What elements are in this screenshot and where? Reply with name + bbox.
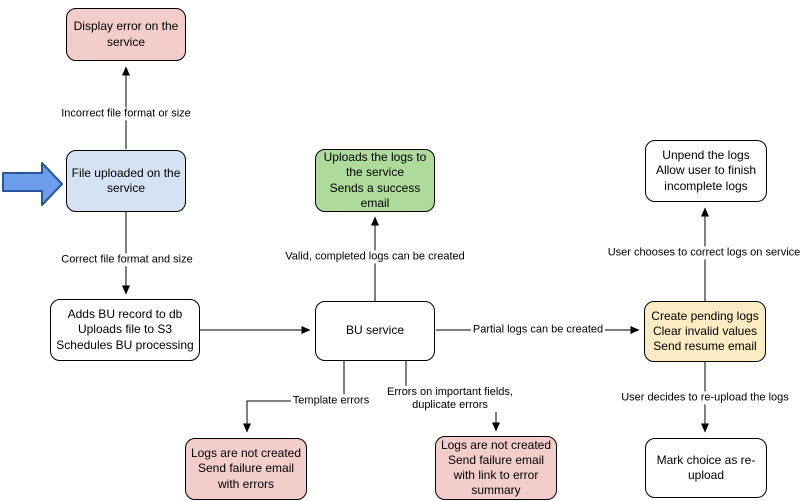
node-bu-service[interactable]: BU service	[315, 301, 435, 361]
node-field-errors-fail[interactable]: Logs are not created Send failure email …	[435, 436, 557, 500]
edge-label-template-errors: Template errors	[290, 394, 372, 408]
node-create-pending[interactable]: Create pending logs Clear invalid values…	[644, 301, 766, 362]
node-file-uploaded[interactable]: File uploaded on the service	[66, 150, 186, 212]
edge-label-correct-format: Correct file format and size	[59, 253, 195, 267]
edge-label-incorrect-format: Incorrect file format or size	[59, 107, 193, 121]
entry-arrow-icon	[2, 162, 63, 206]
edge-label-important-field-errors: Errors on important fields, duplicate er…	[385, 385, 515, 413]
node-adds-bu-record[interactable]: Adds BU record to db Uploads file to S3 …	[50, 299, 200, 361]
node-unpend-logs[interactable]: Unpend the logs Allow user to finish inc…	[645, 140, 767, 202]
edge-label-user-corrects: User chooses to correct logs on service	[605, 246, 801, 260]
node-template-errors-fail[interactable]: Logs are not created Send failure email …	[185, 438, 307, 500]
edge-label-partial-logs: Partial logs can be created	[470, 323, 606, 337]
node-mark-reupload[interactable]: Mark choice as re-upload	[645, 438, 767, 498]
edge-label-user-reuploads: User decides to re-upload the logs	[619, 391, 791, 405]
node-display-error[interactable]: Display error on the service	[66, 8, 186, 61]
node-upload-success[interactable]: Uploads the logs to the service Sends a …	[315, 149, 435, 212]
edge-label-valid-logs: Valid, completed logs can be created	[283, 250, 467, 264]
